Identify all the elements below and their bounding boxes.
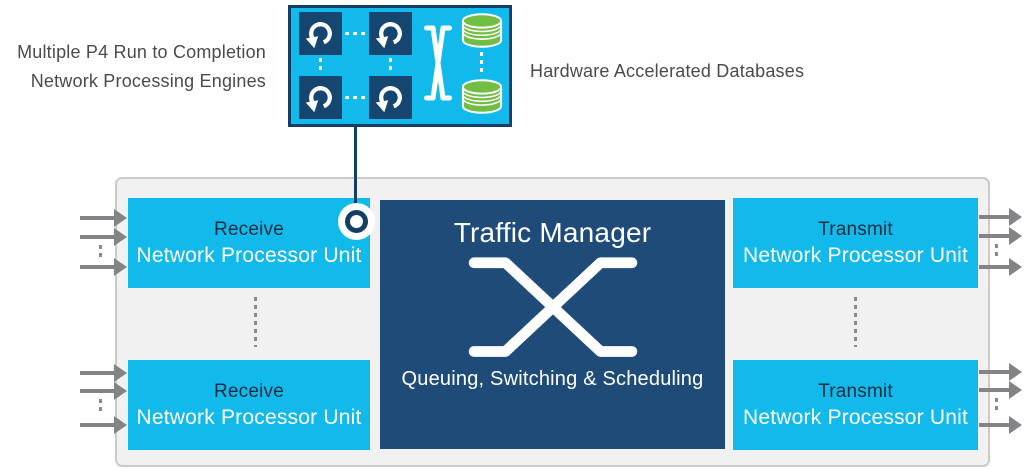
transmit-npu-subtitle: Network Processor Unit [743,405,968,429]
database-cylinder-icon [460,78,504,115]
more-ports-dotted [995,398,998,414]
transmit-npu-title: Transmit [818,380,893,402]
p4-engine [299,12,342,55]
traffic-manager-subtitle: Queuing, Switching & Scheduling [401,368,704,390]
callout-right-label: Hardware Accelerated Databases [530,61,805,81]
crossbar-x-icon [468,257,637,357]
transmit-npu-2: Transmit Network Processor Unit [733,360,978,450]
egress-arrow-icon [979,258,1022,276]
more-ports-dotted [995,244,998,260]
callout-connector-anchor [338,203,375,240]
p4-engine [369,76,412,119]
transmit-npu-title: Transmit [818,218,893,240]
engine-link-dotted [345,96,366,99]
ingress-arrow-icon [80,416,127,434]
engine-link-dotted [389,58,392,74]
traffic-manager-title: Traffic Manager [453,217,652,248]
receive-npu-subtitle: Network Processor Unit [136,243,362,267]
refresh-circular-arrow-icon [305,18,336,49]
engine-link-dotted [345,32,366,35]
callout-connector-circle-icon [345,210,368,233]
ingress-arrow-icon [80,209,127,227]
callout-left-label-line2: Network Processing Engines [30,71,266,91]
ingress-arrow-icon [80,364,127,382]
refresh-circular-arrow-icon [375,82,406,113]
egress-arrow-icon [979,381,1022,399]
receive-npu-subtitle: Network Processor Unit [136,405,362,429]
egress-arrow-icon [979,416,1022,434]
ingress-arrow-icon [80,228,127,246]
refresh-circular-arrow-icon [375,18,406,49]
more-ports-dotted [99,245,102,261]
refresh-circular-arrow-icon [305,82,336,113]
database-link-dotted [480,52,483,74]
callout-left-label-line1: Multiple P4 Run to Completion [17,42,266,62]
database-cylinder-icon [460,12,504,49]
callout-left-label: Multiple P4 Run to Completion Network Pr… [6,38,266,96]
egress-arrow-icon [979,227,1022,245]
egress-arrow-icon [979,363,1022,381]
more-units-dotted [854,297,857,347]
traffic-manager-box: Traffic Manager Queuing, Switching & Sch… [380,200,725,449]
ingress-arrow-icon [80,382,127,400]
callout-connector-line [354,124,357,216]
receive-npu-1: Receive Network Processor Unit [128,198,370,288]
ingress-arrow-icon [80,258,127,276]
receive-npu-2: Receive Network Processor Unit [128,360,370,450]
receive-npu-title: Receive [213,380,285,402]
p4-engine [299,76,342,119]
crossbar-x-icon [423,23,453,103]
transmit-npu-1: Transmit Network Processor Unit [733,198,978,288]
transmit-npu-subtitle: Network Processor Unit [743,243,968,267]
p4-engine [369,12,412,55]
more-units-dotted [254,297,257,347]
receive-npu-title: Receive [213,218,285,240]
engine-link-dotted [319,58,322,74]
egress-arrow-icon [979,208,1022,226]
more-ports-dotted [99,399,102,415]
npu-internals-callout [288,5,512,127]
